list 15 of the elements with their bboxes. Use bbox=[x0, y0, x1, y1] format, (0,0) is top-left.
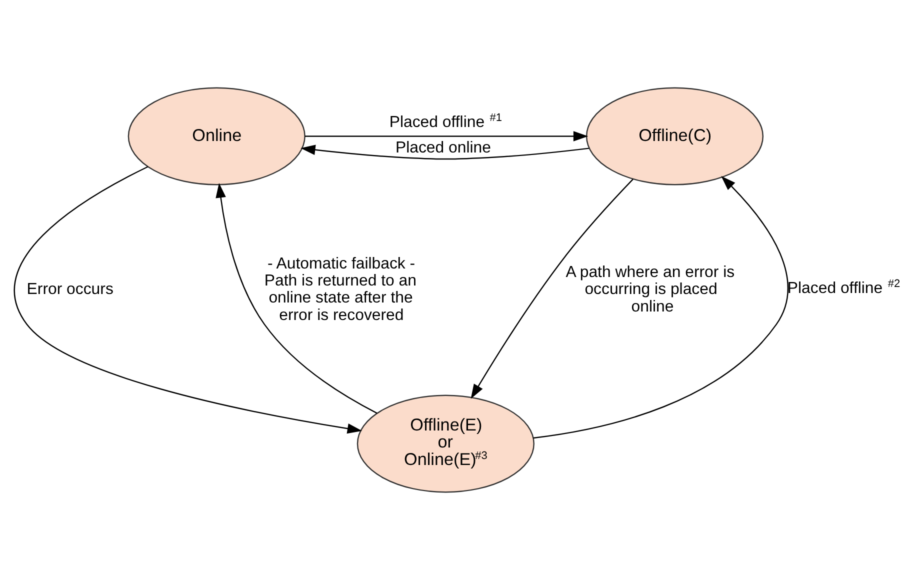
arrow bbox=[533, 176, 788, 439]
edge-label: Placed offline$^{#2}$ bbox=[787, 278, 900, 297]
arrow bbox=[300, 144, 590, 160]
node-ellipse: Online bbox=[128, 87, 306, 186]
arrow bbox=[216, 183, 378, 414]
edge-label: - Automatic failback - Path is returned to an online state after the error is recovered bbox=[264, 255, 417, 324]
edge-label: Placed offline$^{#1}$ bbox=[389, 112, 502, 131]
arrow bbox=[14, 166, 362, 434]
arrow bbox=[470, 178, 634, 399]
edge-label: A path where an error is occurring is placed online bbox=[566, 264, 735, 316]
node-ellipse: Offline(E) or Online(E)$^{#3}$ bbox=[356, 394, 534, 493]
node-ellipse: Offline(C) bbox=[586, 87, 764, 186]
arrow bbox=[304, 131, 588, 142]
edge-label: Placed online bbox=[395, 140, 491, 157]
edge-label: Error occurs bbox=[26, 281, 114, 298]
